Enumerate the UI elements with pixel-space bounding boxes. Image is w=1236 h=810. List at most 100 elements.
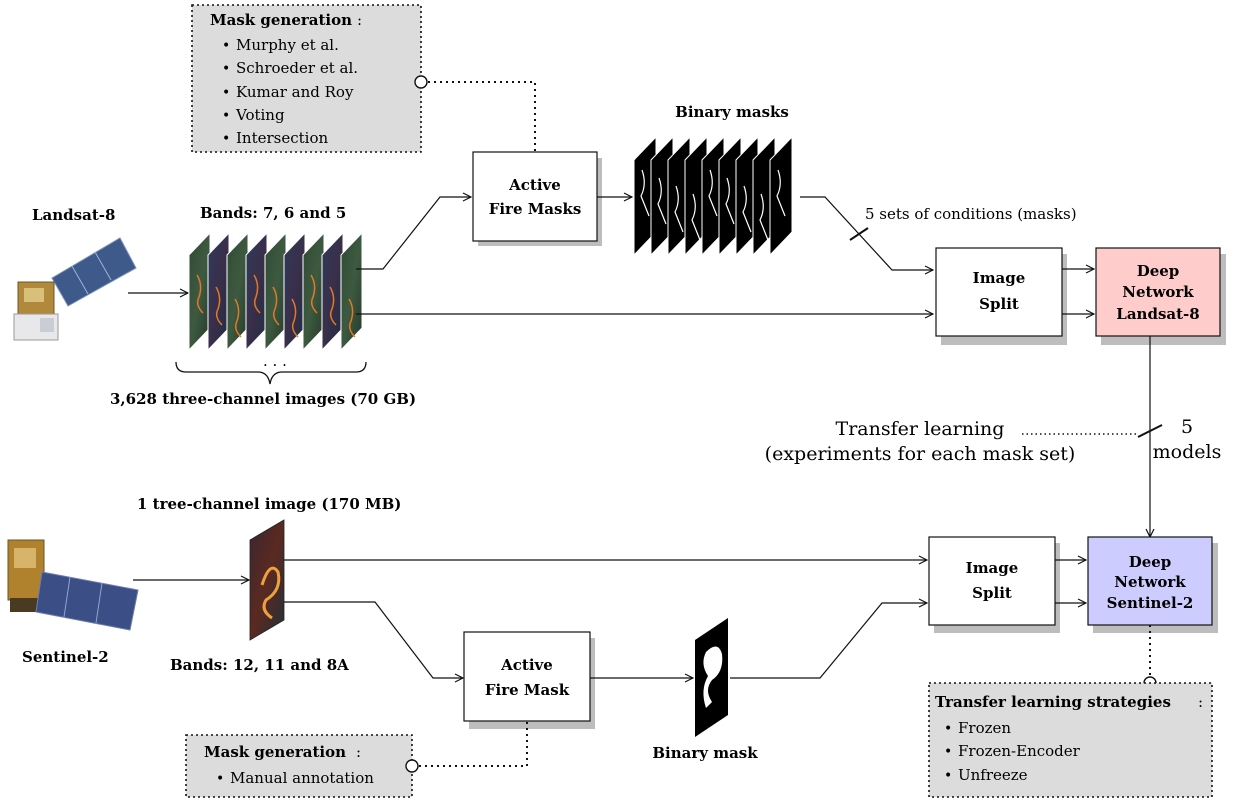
mask-generation-note-bottom: Mask generation : • Manual annotation	[185, 734, 413, 798]
fire-streak	[348, 298, 356, 338]
svg-text:Network: Network	[1114, 573, 1186, 591]
landsat-images-label: 3,628 three-channel images (70 GB)	[110, 390, 416, 408]
svg-text:•: •	[944, 768, 952, 784]
transfer-sublabel: (experiments for each mask set)	[765, 443, 1076, 465]
fire-streak	[310, 274, 318, 314]
fire-streak	[234, 298, 242, 338]
connector-port	[405, 759, 419, 773]
mask-generation-note-top: Mask generation : • Murphy et al. • Schr…	[191, 4, 422, 153]
mask-speckle	[759, 193, 769, 241]
deep-network-sentinel-box: Deep Network Sentinel-2	[1087, 536, 1213, 626]
svg-text:Sentinel-2: Sentinel-2	[1107, 594, 1194, 612]
landsat-image-layer	[245, 231, 268, 352]
svg-text:•: •	[222, 108, 230, 124]
strategy-item: Frozen	[958, 719, 1011, 737]
svg-text:Split: Split	[979, 295, 1019, 313]
dotted-connector	[419, 721, 528, 767]
image-split-top-box: Image Split	[935, 247, 1063, 337]
svg-text::: :	[357, 11, 362, 29]
active-fire-mask-box: Active Fire Mask	[463, 631, 591, 722]
svg-text:Fire Masks: Fire Masks	[489, 200, 582, 218]
mask-generation-title: Mask generation	[210, 11, 352, 29]
models-unit: models	[1153, 441, 1222, 463]
svg-text:Active: Active	[508, 176, 561, 194]
binary-masks-stack	[633, 135, 793, 257]
sentinel-image-label: 1 tree-channel image (170 MB)	[137, 495, 401, 513]
binary-mask-layer	[769, 135, 793, 257]
svg-text::: :	[1198, 693, 1203, 711]
svg-text:•: •	[944, 744, 952, 760]
landsat-satellite-icon	[13, 237, 137, 341]
binary-mask-label: Binary mask	[652, 744, 758, 762]
svg-text::: :	[356, 743, 361, 761]
mask-speckle	[776, 169, 786, 217]
landsat-image-layer	[302, 231, 325, 352]
landsat-image-stack	[188, 231, 363, 352]
mask-gen-item: Murphy et al.	[236, 36, 339, 54]
fire-streak	[253, 274, 261, 314]
fire-streak	[272, 286, 280, 326]
mask-gen-item: Kumar and Roy	[236, 83, 354, 101]
mask-speckle	[708, 169, 718, 217]
dotted-connector	[428, 81, 536, 152]
svg-text:•: •	[222, 131, 230, 147]
deep-network-landsat-box: Deep Network Landsat-8	[1095, 247, 1221, 337]
mask-speckle	[674, 185, 684, 233]
landsat-label: Landsat-8	[32, 206, 115, 224]
stack-brace	[175, 361, 367, 385]
strategy-item: Frozen-Encoder	[958, 742, 1081, 760]
mask-gen-item: Voting	[235, 106, 285, 124]
strategy-item: Unfreeze	[958, 766, 1028, 784]
svg-text:•: •	[222, 85, 230, 101]
landsat-image-layer	[340, 231, 363, 352]
mask-speckle	[640, 169, 650, 217]
fire-streak	[291, 298, 299, 338]
mask-speckle	[691, 193, 701, 241]
arrow	[356, 197, 471, 270]
arrow	[284, 601, 463, 678]
sentinel-label: Sentinel-2	[22, 648, 109, 666]
mask-gen-item: Intersection	[236, 129, 328, 147]
binary-masks-label: Binary masks	[675, 103, 789, 121]
svg-text:Active: Active	[500, 656, 553, 674]
arrow	[730, 603, 927, 679]
sentinel-bands-label: Bands: 12, 11 and 8A	[170, 656, 349, 674]
svg-text:Image: Image	[973, 269, 1026, 287]
active-fire-masks-box: Active Fire Masks	[472, 151, 598, 242]
conditions-label: 5 sets of conditions (masks)	[865, 205, 1077, 223]
landsat-image-layer	[188, 231, 211, 352]
sentinel-satellite-icon	[7, 539, 139, 631]
mask-gen-item: Schroeder et al.	[236, 59, 358, 77]
strategies-title: Transfer learning strategies	[935, 693, 1171, 711]
svg-text:•: •	[222, 38, 230, 54]
fire-streak	[196, 274, 204, 314]
fire-streak	[215, 286, 223, 326]
binary-mask-image	[695, 618, 728, 737]
svg-text:Image: Image	[966, 559, 1019, 577]
mask-generation-title: Mask generation	[204, 743, 346, 761]
sentinel-image	[249, 519, 285, 641]
svg-text:•: •	[944, 721, 952, 737]
image-split-bottom-box: Image Split	[928, 536, 1056, 626]
mask-speckle	[742, 185, 752, 233]
landsat-bands-label: Bands: 7, 6 and 5	[200, 204, 346, 222]
mask-gen-item: Manual annotation	[230, 769, 374, 787]
mask-generation-list: • Murphy et al. • Schroeder et al. • Kum…	[222, 36, 358, 147]
svg-text:•: •	[222, 61, 230, 77]
stack-ellipsis: · · ·	[263, 356, 287, 374]
mask-speckle	[725, 177, 735, 225]
fire-streak	[329, 286, 337, 326]
svg-text:Deep: Deep	[1137, 262, 1180, 280]
mask-speckle	[657, 177, 667, 225]
transfer-strategies-note: Transfer learning strategies : • Frozen …	[928, 682, 1213, 798]
connector-port	[414, 75, 428, 89]
svg-text:Deep: Deep	[1129, 553, 1172, 571]
svg-text:Fire Mask: Fire Mask	[485, 681, 570, 699]
svg-text:•: •	[216, 771, 224, 787]
svg-text:Network: Network	[1122, 283, 1194, 301]
bus-slash	[1137, 424, 1163, 438]
transfer-label: Transfer learning	[836, 418, 1005, 440]
models-count: 5	[1181, 416, 1193, 438]
bus-slash	[849, 227, 869, 241]
